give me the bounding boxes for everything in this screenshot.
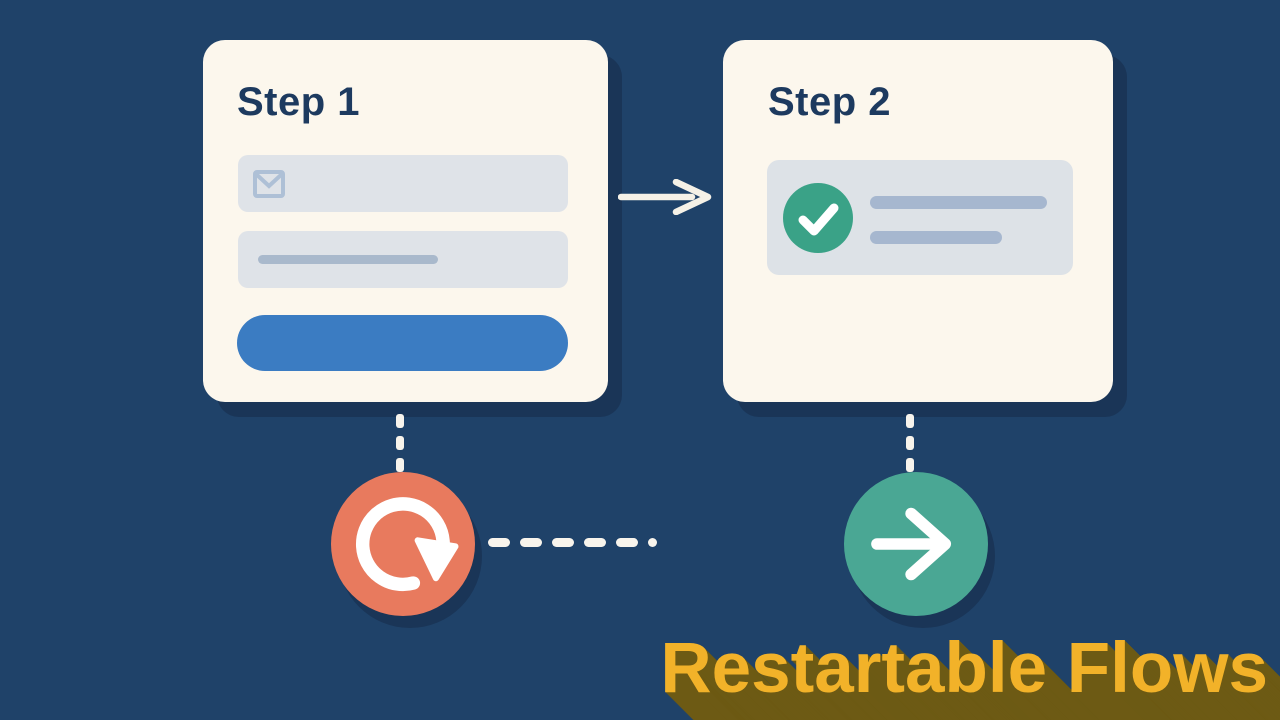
- arrow-right-icon: [618, 179, 712, 215]
- step2-card: Step 2: [723, 40, 1113, 402]
- result-text-line-1: [870, 196, 1047, 209]
- result-text-line-2: [870, 231, 1002, 244]
- submit-button[interactable]: [237, 315, 568, 371]
- restart-button[interactable]: [331, 472, 475, 616]
- step2-connector-dashes: [906, 414, 914, 480]
- step1-card: Step 1: [203, 40, 608, 402]
- envelope-icon: [252, 168, 286, 200]
- step1-title: Step 1: [237, 80, 361, 124]
- restart-icon: [355, 497, 459, 592]
- placeholder-line: [258, 255, 438, 264]
- caption-text: Restartable Flows: [660, 629, 1268, 708]
- text-input-field[interactable]: [238, 231, 568, 288]
- forward-button[interactable]: [844, 472, 988, 616]
- result-box: [767, 160, 1073, 275]
- restart-connector-dashes: [488, 538, 657, 547]
- arrow-right-icon: [871, 507, 952, 581]
- step2-title: Step 2: [768, 80, 892, 124]
- step1-connector-dashes: [396, 414, 404, 480]
- check-icon: [783, 183, 853, 253]
- email-input-field[interactable]: [238, 155, 568, 212]
